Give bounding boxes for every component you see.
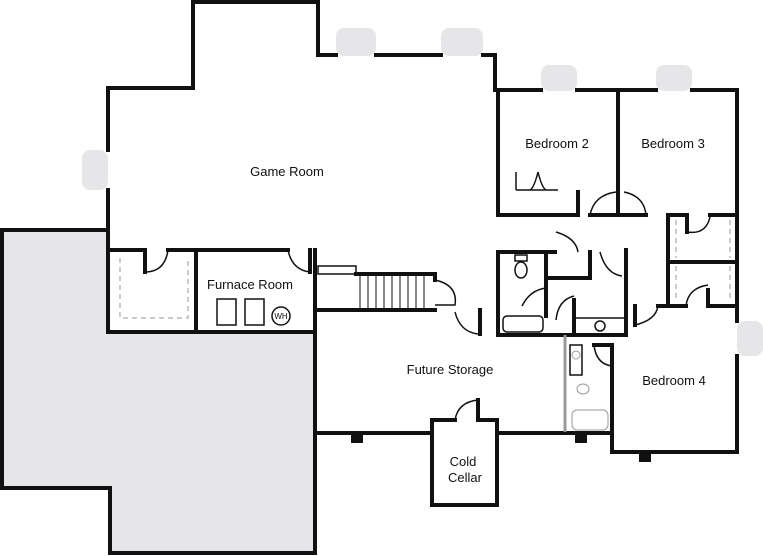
windows [82,28,763,356]
furnace [244,298,265,326]
window [737,321,763,356]
stairs [359,274,425,310]
interior-walls: WH [106,88,739,462]
pier [639,452,651,462]
room-label-bedroom-2: Bedroom 2 [525,136,589,151]
bathtub [571,409,609,431]
room-label-bedroom-4: Bedroom 4 [642,373,706,388]
toilet [514,261,528,279]
room-label-game-room: Game Room [250,164,324,179]
room-label-cold-cellar-2: Cellar [448,470,483,485]
room-label-cold-cellar: Cold [450,454,477,469]
bathtub [502,315,544,333]
water-heater-icon [271,306,291,326]
sink [594,320,606,332]
window [656,65,692,91]
window [441,28,483,56]
toilet [576,383,590,395]
room-label-furnace-room: Furnace Room [207,277,293,292]
water-heater-label: WH [274,312,288,321]
pier [351,433,363,443]
pier [575,433,587,443]
room-label-future-storage: Future Storage [407,362,494,377]
window [541,65,577,91]
window [336,28,376,56]
room-label-bedroom-3: Bedroom 3 [641,136,705,151]
window [82,150,108,190]
stair-landing [317,265,357,275]
furnace [216,298,237,326]
toilet-tank [514,254,528,262]
sink [571,350,581,360]
